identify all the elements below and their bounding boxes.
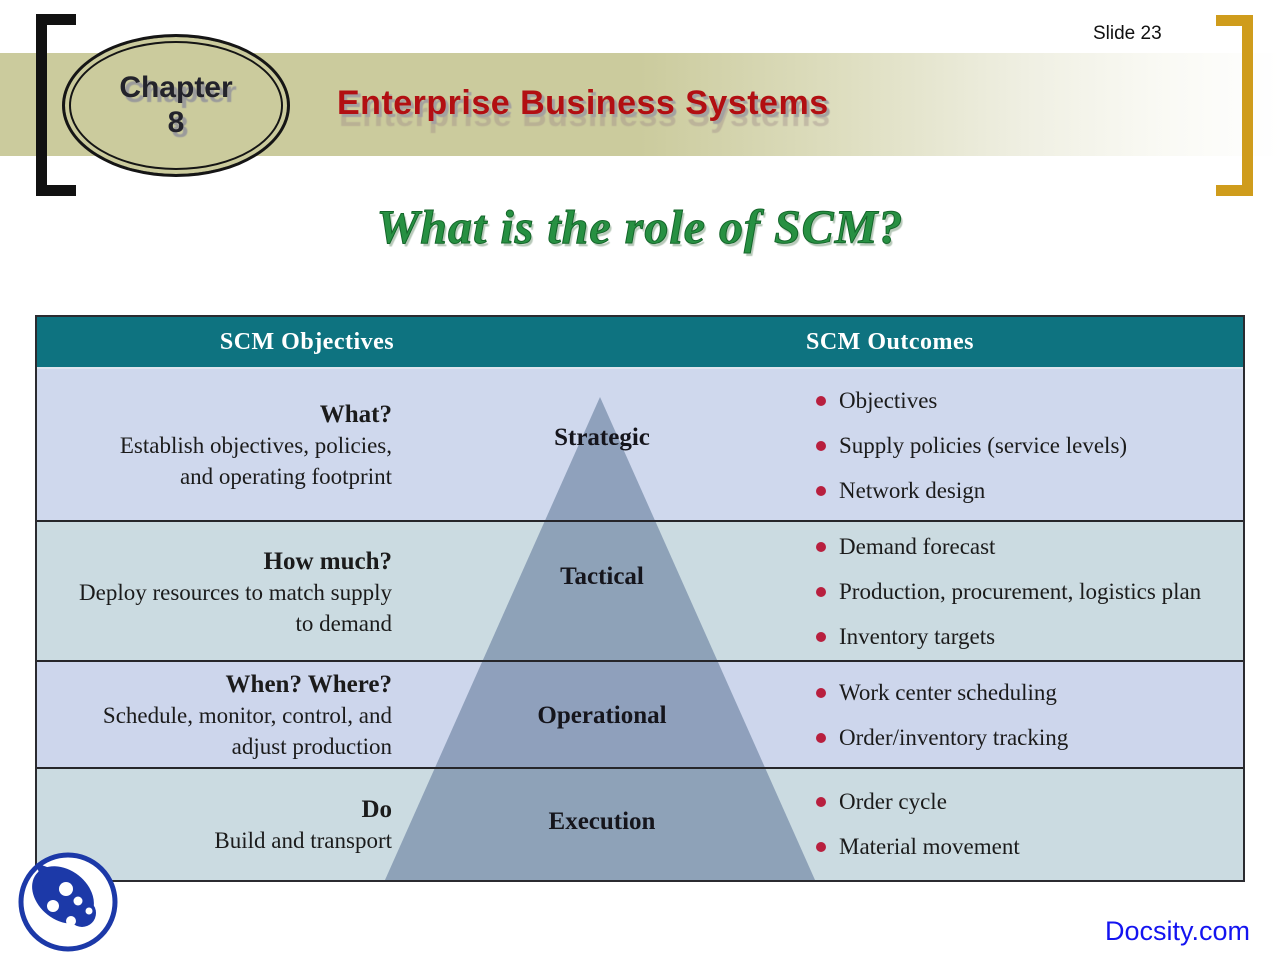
outcome-label: Order cycle bbox=[839, 789, 947, 814]
table-row: How much? Deploy resources to match supp… bbox=[37, 522, 1243, 662]
outcome-item: Demand forecast bbox=[816, 532, 1243, 562]
outcome-item: Supply policies (service levels) bbox=[816, 431, 1243, 461]
outcomes-cell: Work center scheduling Order/inventory t… bbox=[812, 662, 1243, 769]
chapter-number: 8 bbox=[167, 105, 185, 139]
outcome-label: Material movement bbox=[839, 834, 1020, 859]
table-row: When? Where? Schedule, monitor, control,… bbox=[37, 662, 1243, 769]
bullet-icon bbox=[816, 587, 826, 597]
bullet-icon bbox=[816, 733, 826, 743]
bullet-icon bbox=[816, 842, 826, 852]
objective-cell: What? Establish objectives, policies, an… bbox=[37, 369, 392, 522]
outcome-label: Supply policies (service levels) bbox=[839, 432, 1128, 458]
column-header-objectives: SCM Objectives bbox=[219, 328, 395, 355]
objective-text: and operating footprint bbox=[179, 464, 392, 489]
column-header-outcomes: SCM Outcomes bbox=[806, 328, 974, 355]
bullet-icon bbox=[816, 440, 826, 451]
outcome-item: Objectives bbox=[816, 386, 1243, 416]
bullet-icon bbox=[816, 632, 826, 642]
outcome-label: Work center scheduling bbox=[839, 680, 1057, 705]
bullet-icon bbox=[816, 688, 826, 698]
outcome-item: Inventory targets bbox=[816, 622, 1243, 652]
objective-question: When? Where? bbox=[225, 671, 392, 698]
outcome-label: Objectives bbox=[839, 387, 938, 413]
pyramid-level-cell: Tactical bbox=[392, 522, 812, 662]
docsity-logo-icon bbox=[18, 852, 118, 952]
outcomes-cell: Demand forecast Production, procurement,… bbox=[812, 522, 1243, 662]
objective-question: What? bbox=[319, 401, 392, 428]
bullet-icon bbox=[816, 797, 826, 807]
objective-question: Do bbox=[361, 795, 392, 823]
objective-text: Schedule, monitor, control, and bbox=[102, 703, 392, 728]
outcome-item: Order cycle bbox=[816, 787, 1243, 817]
level-label: Strategic bbox=[554, 423, 650, 451]
objective-cell: How much? Deploy resources to match supp… bbox=[37, 522, 392, 662]
level-label: Operational bbox=[537, 701, 667, 729]
outcome-item: Production, procurement, logistics plan bbox=[816, 577, 1243, 607]
outcome-item: Material movement bbox=[816, 832, 1243, 862]
bullet-icon bbox=[816, 395, 826, 406]
bullet-icon bbox=[816, 542, 826, 552]
chapter-label: Chapter bbox=[119, 71, 233, 104]
outcome-label: Order/inventory tracking bbox=[839, 725, 1069, 750]
objective-text: Build and transport bbox=[214, 827, 392, 853]
left-bracket-icon bbox=[36, 14, 76, 196]
course-title: Enterprise Business Systems bbox=[337, 84, 829, 122]
objective-question: How much? bbox=[263, 547, 392, 575]
pyramid-level-cell: Execution bbox=[392, 769, 812, 880]
slide-number: Slide 23 bbox=[1093, 23, 1162, 44]
table-header: SCM Objectives SCM Outcomes bbox=[37, 317, 1243, 369]
outcome-label: Network design bbox=[839, 477, 986, 503]
objective-cell: When? Where? Schedule, monitor, control,… bbox=[37, 662, 392, 769]
right-bracket-icon bbox=[1216, 15, 1253, 196]
docsity-link[interactable]: Docsity.com bbox=[1104, 916, 1250, 946]
outcome-label: Inventory targets bbox=[839, 624, 996, 649]
objective-text: Deploy resources to match supply bbox=[79, 579, 392, 605]
outcome-label: Demand forecast bbox=[839, 534, 996, 559]
bullet-icon bbox=[816, 485, 826, 496]
outcome-label: Production, procurement, logistics plan bbox=[839, 579, 1202, 604]
page-title: What is the role of SCM? bbox=[376, 201, 904, 255]
outcome-item: Order/inventory tracking bbox=[816, 723, 1243, 753]
outcome-item: Work center scheduling bbox=[816, 678, 1243, 708]
pyramid-level-cell: Operational bbox=[392, 662, 812, 769]
pyramid-level-cell: Strategic bbox=[392, 369, 812, 522]
scm-table: SCM Objectives SCM Outcomes What? Establ… bbox=[35, 315, 1245, 882]
objective-text: adjust production bbox=[231, 734, 392, 759]
level-label: Tactical bbox=[560, 563, 644, 590]
objective-text: Establish objectives, policies, bbox=[119, 433, 392, 458]
outcomes-cell: Objectives Supply policies (service leve… bbox=[812, 369, 1243, 522]
outcomes-cell: Order cycle Material movement bbox=[812, 769, 1243, 880]
table-row: What? Establish objectives, policies, an… bbox=[37, 369, 1243, 522]
level-label: Execution bbox=[548, 807, 656, 835]
objective-text: to demand bbox=[295, 610, 392, 636]
table-row: Do Build and transport Execution Order c… bbox=[37, 769, 1243, 880]
outcome-item: Network design bbox=[816, 476, 1243, 506]
chapter-badge: Chapter 8 bbox=[62, 34, 290, 177]
